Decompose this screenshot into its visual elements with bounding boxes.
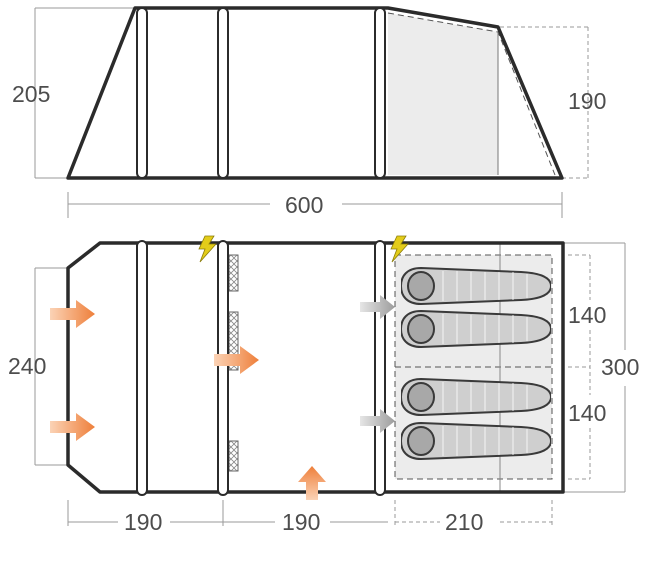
air-beams-plan — [136, 240, 386, 496]
sleeping-bag — [401, 310, 551, 348]
side-dimension-lines — [34, 7, 589, 218]
section-3-label: 210 — [445, 509, 483, 535]
bedroom-depth-bottom-label: 140 — [568, 400, 606, 426]
plan-dimension-lines — [34, 242, 626, 526]
width-living-label: 240 — [8, 353, 46, 379]
floor-plan: 240 300 140 140 190 190 210 — [8, 235, 639, 535]
section-2-label: 190 — [282, 509, 320, 535]
sleeping-bag — [401, 422, 551, 460]
length-label: 600 — [285, 192, 323, 218]
electric-hookup-icon — [198, 235, 409, 263]
width-total-label: 300 — [601, 354, 639, 380]
height-right-label: 190 — [568, 88, 606, 114]
section-1-label: 190 — [124, 509, 162, 535]
side-view: 205 190 600 — [12, 6, 606, 218]
sleeping-bag — [401, 267, 551, 305]
door-arrow — [50, 300, 326, 500]
tent-floor-outline — [66, 241, 565, 494]
inner-door-arrow — [360, 295, 395, 433]
height-left-label: 205 — [12, 81, 50, 107]
air-beams-side — [136, 7, 386, 179]
bedroom-depth-top-label: 140 — [568, 302, 606, 328]
sleeping-bag — [401, 378, 551, 416]
tent-side-outline — [66, 6, 564, 180]
inner-tent-side — [388, 13, 498, 175]
